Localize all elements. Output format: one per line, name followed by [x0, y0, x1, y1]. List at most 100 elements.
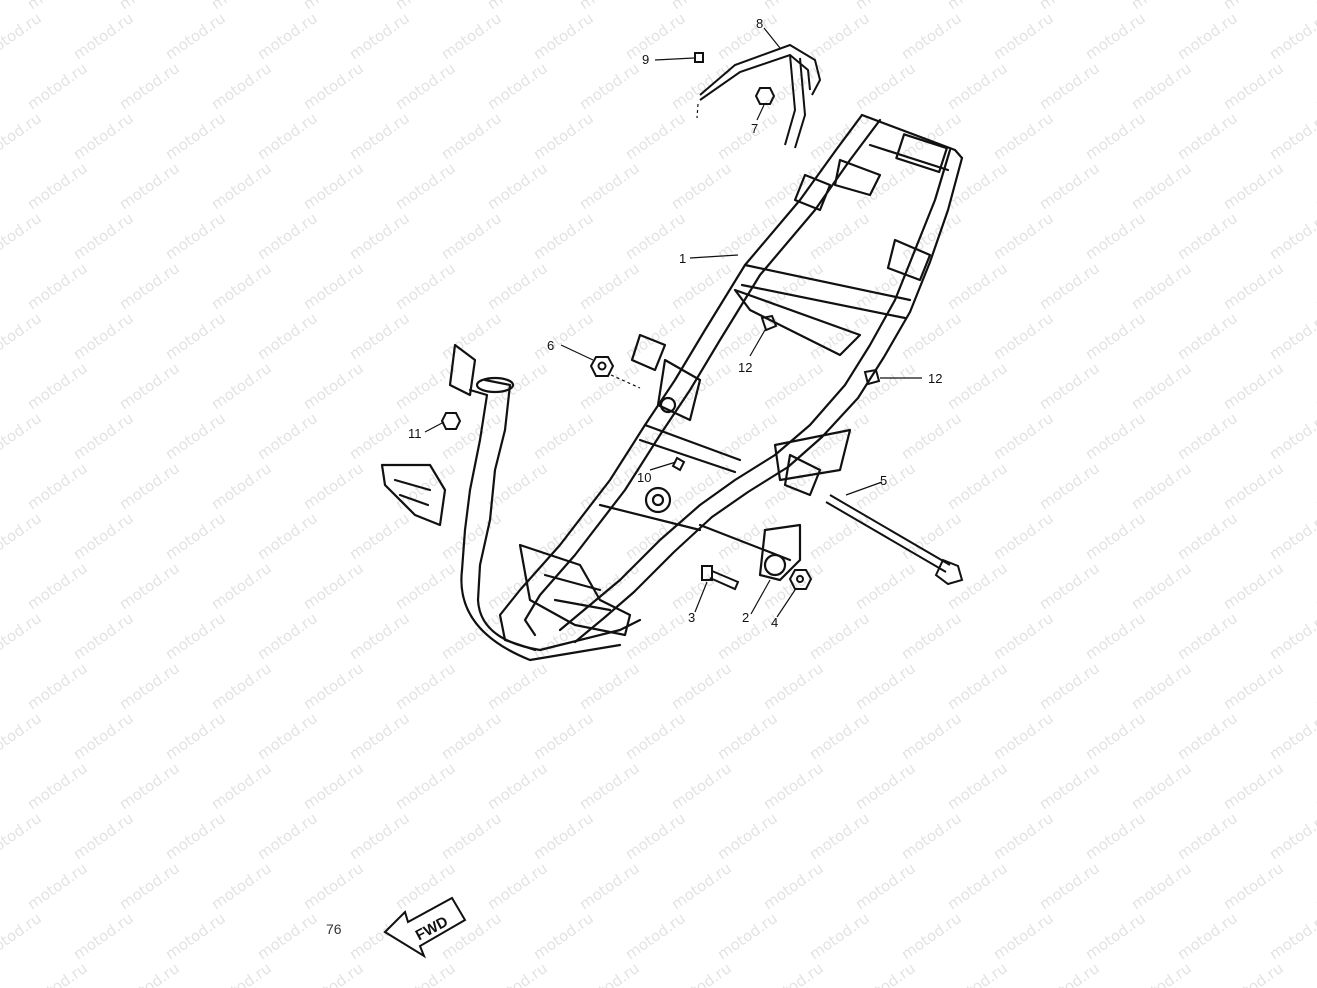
watermark-text: motod.ru	[300, 59, 367, 113]
watermark-text: motod.ru	[760, 359, 827, 413]
watermark-text: motod.ru	[208, 459, 275, 513]
watermark-text: motod.ru	[162, 509, 229, 563]
watermark-text: motod.ru	[208, 259, 275, 313]
watermark-text: motod.ru	[714, 809, 781, 863]
watermark-text: motod.ru	[1128, 859, 1195, 913]
watermark-text: motod.ru	[346, 409, 413, 463]
watermark-text: motod.ru	[1312, 0, 1317, 13]
watermark-text: motod.ru	[852, 59, 919, 113]
watermark-text: motod.ru	[576, 259, 643, 313]
watermark-text: motod.ru	[392, 759, 459, 813]
callout-3: 3	[688, 610, 695, 625]
watermark-text: motod.ru	[70, 809, 137, 863]
watermark-text: motod.ru	[300, 859, 367, 913]
watermark-text: motod.ru	[116, 159, 183, 213]
callout-10: 10	[637, 470, 651, 485]
watermark-text: motod.ru	[254, 109, 321, 163]
watermark-text: motod.ru	[1312, 459, 1317, 513]
watermark-text: motod.ru	[300, 159, 367, 213]
watermark-text: motod.ru	[346, 809, 413, 863]
watermark-text: motod.ru	[806, 809, 873, 863]
watermark-text: motod.ru	[24, 359, 91, 413]
watermark-text: motod.ru	[806, 709, 873, 763]
watermark-text: motod.ru	[990, 909, 1057, 963]
watermark-text: motod.ru	[1036, 59, 1103, 113]
watermark-text: motod.ru	[1266, 309, 1317, 363]
watermark-text: motod.ru	[484, 59, 551, 113]
watermark-text: motod.ru	[208, 759, 275, 813]
watermark-text: motod.ru	[24, 859, 91, 913]
callout-12a: 12	[738, 360, 752, 375]
watermark-text: motod.ru	[0, 209, 45, 263]
watermark-text: motod.ru	[898, 809, 965, 863]
callout-9: 9	[642, 52, 649, 67]
watermark-text: motod.ru	[1220, 559, 1287, 613]
watermark-text: motod.ru	[300, 459, 367, 513]
watermark-text: motod.ru	[24, 759, 91, 813]
callout-11: 11	[408, 426, 422, 441]
watermark-text: motod.ru	[1082, 409, 1149, 463]
watermark-text: motod.ru	[1128, 59, 1195, 113]
watermark-text: motod.ru	[990, 109, 1057, 163]
watermark-text: motod.ru	[254, 609, 321, 663]
watermark-text: motod.ru	[898, 609, 965, 663]
watermark-text: motod.ru	[622, 509, 689, 563]
watermark-text: motod.ru	[162, 309, 229, 363]
watermark-text: motod.ru	[0, 709, 45, 763]
watermark-text: motod.ru	[438, 9, 505, 63]
watermark-text: motod.ru	[530, 809, 597, 863]
watermark-text: motod.ru	[1266, 409, 1317, 463]
watermark-text: motod.ru	[438, 709, 505, 763]
watermark-text: motod.ru	[484, 859, 551, 913]
watermark-text: motod.ru	[668, 959, 735, 988]
watermark-text: motod.ru	[1128, 259, 1195, 313]
watermark-text: motod.ru	[1082, 509, 1149, 563]
watermark-text: motod.ru	[576, 159, 643, 213]
watermark-text: motod.ru	[1036, 159, 1103, 213]
watermark-text: motod.ru	[392, 359, 459, 413]
watermark-text: motod.ru	[760, 259, 827, 313]
watermark-text: motod.ru	[990, 809, 1057, 863]
watermark-text: motod.ru	[530, 109, 597, 163]
watermark-text: motod.ru	[346, 309, 413, 363]
watermark-text: motod.ru	[1128, 559, 1195, 613]
watermark-text: motod.ru	[254, 509, 321, 563]
watermark-text: motod.ru	[1082, 709, 1149, 763]
watermark-text: motod.ru	[760, 759, 827, 813]
watermark-text: motod.ru	[24, 559, 91, 613]
callout-2: 2	[742, 610, 749, 625]
watermark-text: motod.ru	[1220, 859, 1287, 913]
watermark-text: motod.ru	[1174, 709, 1241, 763]
watermark-text: motod.ru	[438, 309, 505, 363]
watermark-text: motod.ru	[438, 409, 505, 463]
watermark-text: motod.ru	[530, 709, 597, 763]
watermark-text: motod.ru	[1220, 159, 1287, 213]
watermark-text: motod.ru	[1312, 659, 1317, 713]
watermark-text: motod.ru	[806, 209, 873, 263]
watermark-text: motod.ru	[254, 809, 321, 863]
watermark-text: motod.ru	[714, 109, 781, 163]
watermark-text: motod.ru	[1174, 509, 1241, 563]
watermark-text: motod.ru	[0, 109, 45, 163]
watermark-text: motod.ru	[622, 409, 689, 463]
watermark-text: motod.ru	[1220, 59, 1287, 113]
watermark-text: motod.ru	[852, 359, 919, 413]
watermark-text: motod.ru	[0, 609, 45, 663]
watermark-text: motod.ru	[1266, 809, 1317, 863]
watermark-text: motod.ru	[70, 909, 137, 963]
watermark-text: motod.ru	[162, 809, 229, 863]
callout-6: 6	[547, 338, 554, 353]
watermark-text: motod.ru	[346, 509, 413, 563]
watermark-text: motod.ru	[1036, 659, 1103, 713]
watermark-text: motod.ru	[70, 9, 137, 63]
watermark-text: motod.ru	[300, 259, 367, 313]
watermark-text: motod.ru	[1036, 759, 1103, 813]
watermark-text: motod.ru	[944, 259, 1011, 313]
small-parts	[440, 43, 964, 591]
watermark-text: motod.ru	[70, 709, 137, 763]
watermark-text: motod.ru	[668, 59, 735, 113]
watermark-text: motod.ru	[1036, 359, 1103, 413]
watermark-text: motod.ru	[944, 759, 1011, 813]
watermark-text: motod.ru	[530, 9, 597, 63]
